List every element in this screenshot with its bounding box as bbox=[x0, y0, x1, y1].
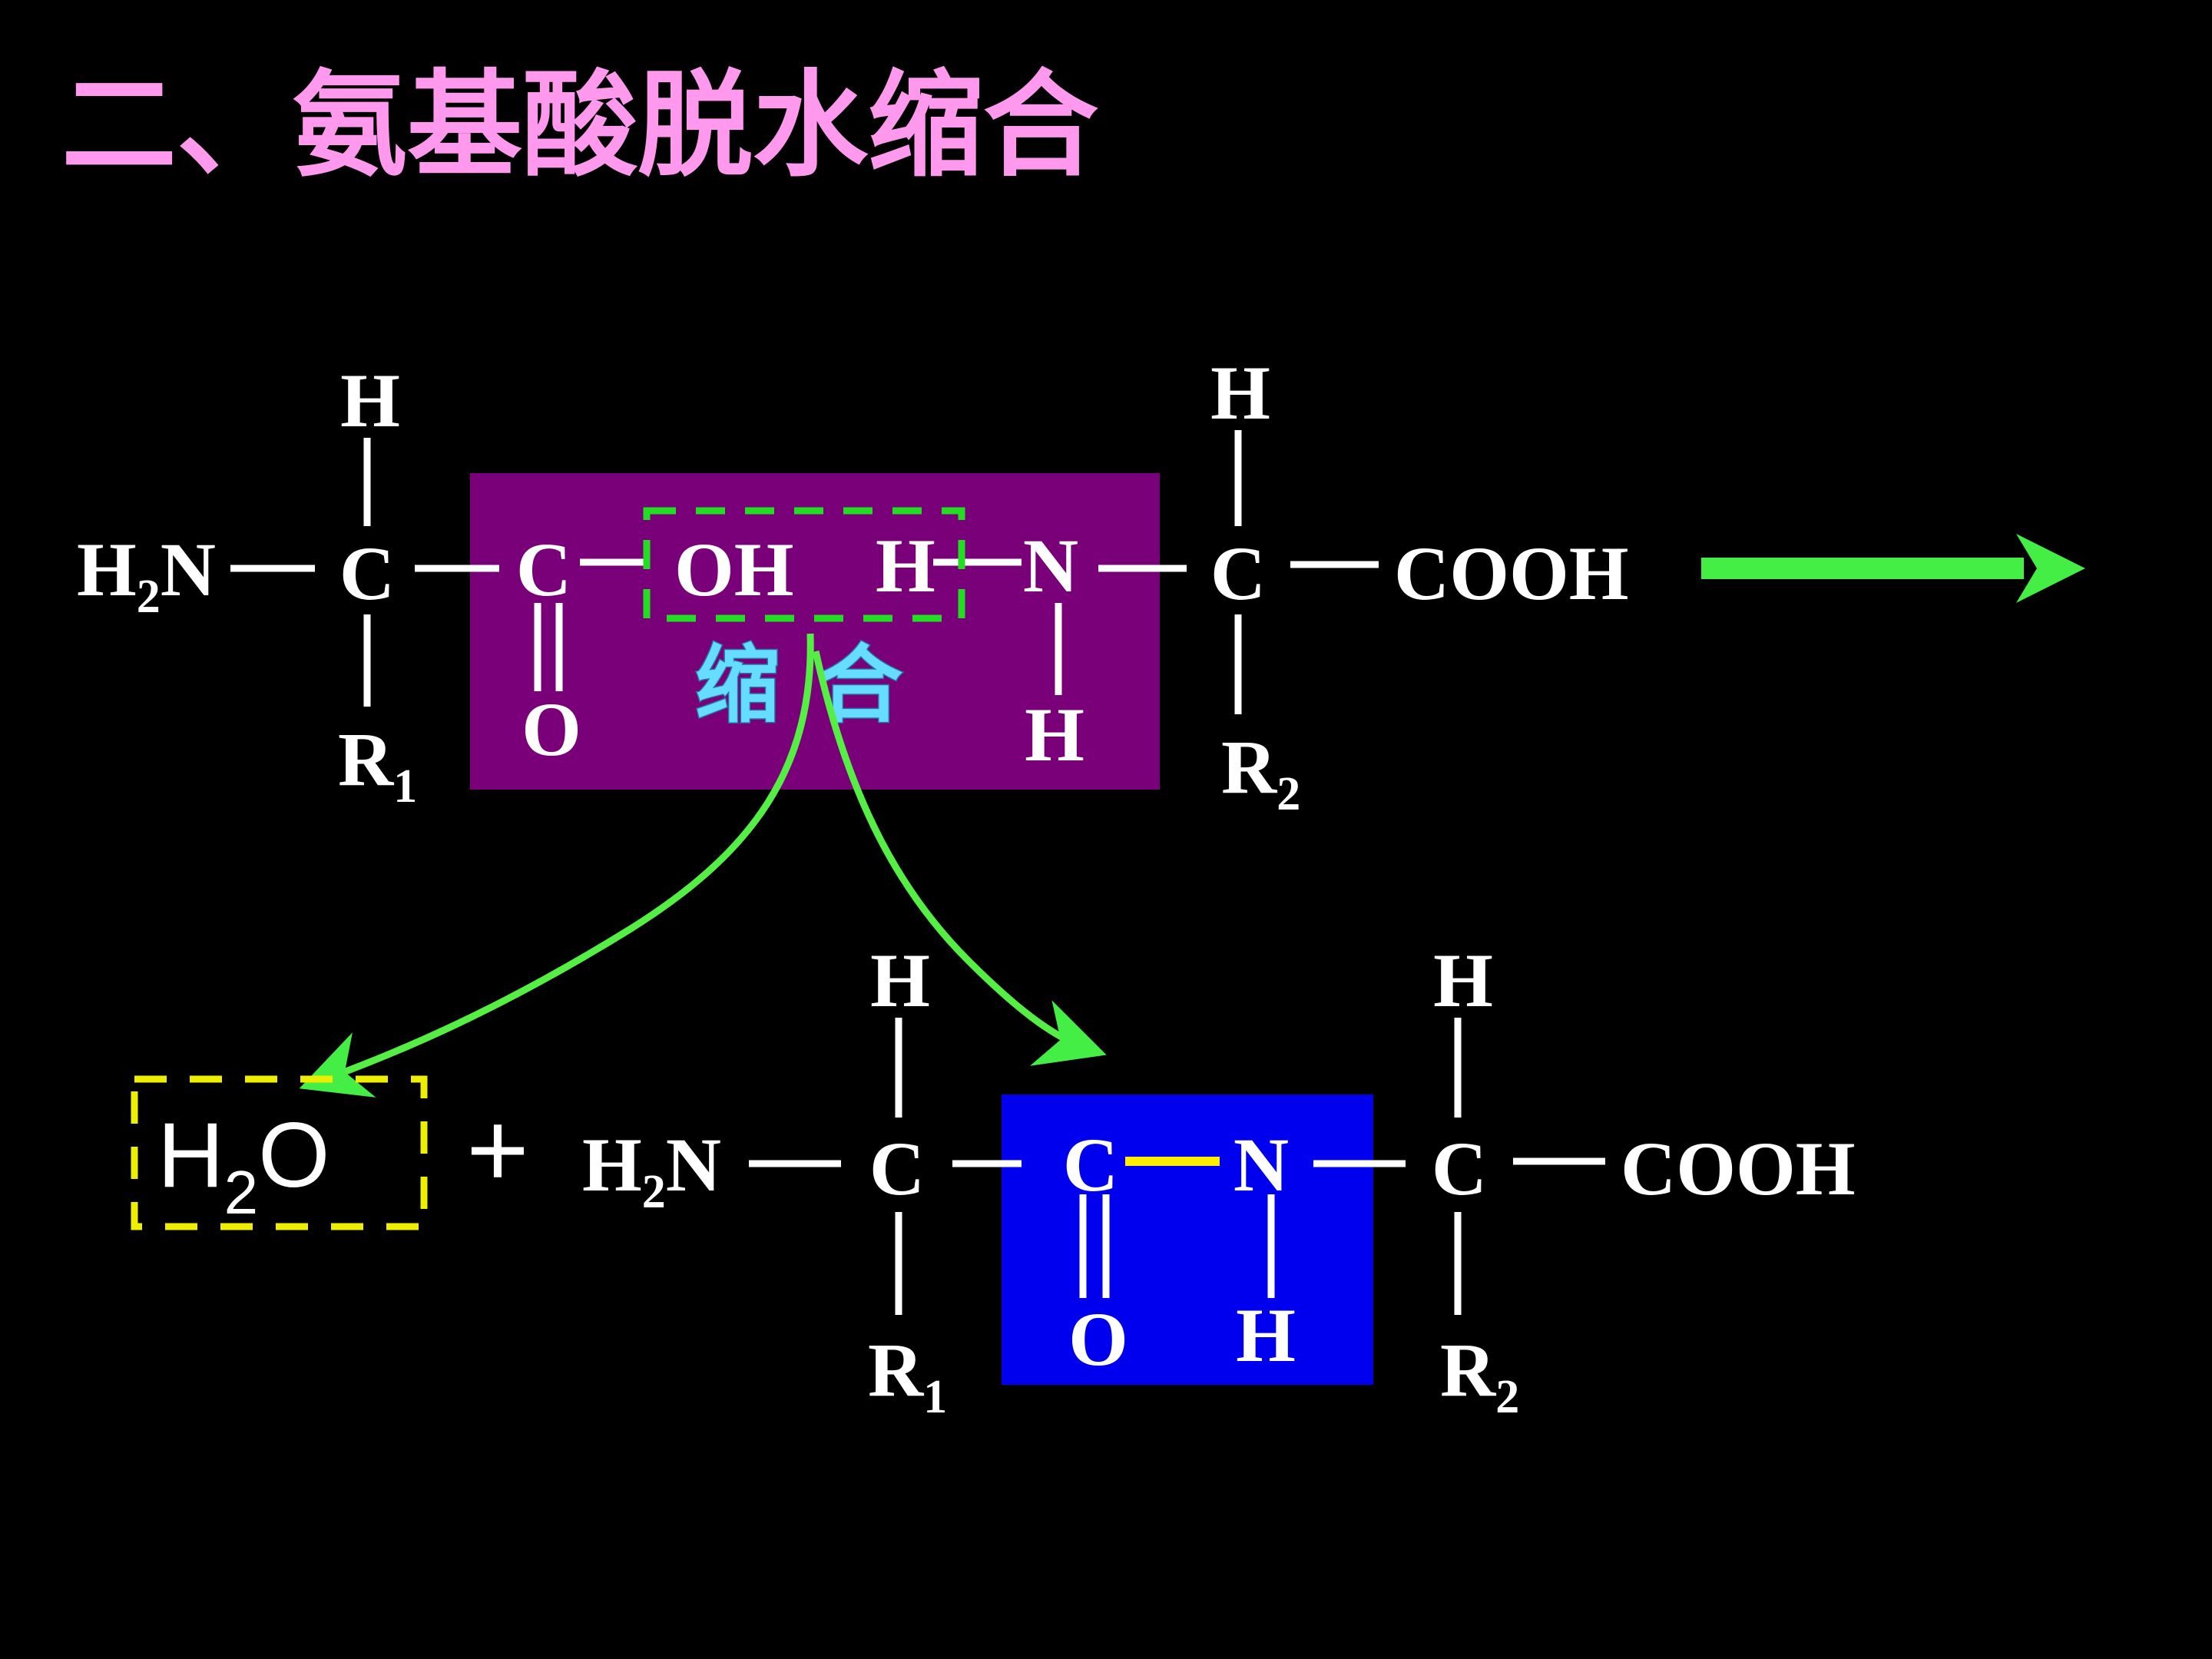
reactant-h-top2: H bbox=[1210, 350, 1270, 435]
reactant-h-amine: H bbox=[876, 523, 935, 608]
product-n: N bbox=[1233, 1122, 1289, 1207]
reactant-r2: R2 bbox=[1221, 724, 1300, 820]
reactant-c1: C bbox=[339, 531, 395, 616]
page-title: 二、氨基酸脱水缩合 bbox=[61, 59, 1098, 193]
condensation-label-1: 缩 bbox=[695, 636, 780, 734]
reactant-cooh: COOH bbox=[1394, 531, 1629, 616]
curved-arrow-to-water bbox=[299, 633, 814, 1098]
reactant-c2: C bbox=[1210, 531, 1266, 616]
water-removal-dashed-box bbox=[643, 507, 965, 622]
reactant-r1: R1 bbox=[338, 717, 417, 813]
reactant-h-top1: H bbox=[340, 358, 400, 443]
product-h-below-n: H bbox=[1236, 1293, 1296, 1378]
reactant-c-carbonyl: C bbox=[516, 527, 571, 612]
product-r2: R2 bbox=[1440, 1327, 1519, 1423]
reactant-h-below-n: H bbox=[1025, 692, 1084, 777]
reactant-n: N bbox=[1023, 523, 1078, 608]
product-h-top1: H bbox=[870, 938, 930, 1023]
plus-sign: + bbox=[466, 1089, 529, 1210]
peptide-bond-box bbox=[1002, 1094, 1373, 1385]
water-formula: H2O bbox=[157, 1104, 330, 1227]
reactant-oh: OH bbox=[674, 527, 794, 612]
reaction-arrow bbox=[1701, 534, 2085, 603]
reactant-h2n: H2N bbox=[77, 527, 216, 623]
product-bonds bbox=[749, 1018, 1605, 1315]
curved-arrow-to-peptide bbox=[812, 651, 1107, 1066]
reaction-site-box bbox=[470, 473, 1160, 790]
product-cooh: COOH bbox=[1621, 1126, 1856, 1211]
product-c-carbonyl: C bbox=[1063, 1122, 1118, 1207]
water-dashed-box bbox=[131, 1075, 428, 1230]
product-c2: C bbox=[1432, 1126, 1487, 1211]
product-o-carbonyl: O bbox=[1068, 1296, 1128, 1382]
reactant-bonds bbox=[230, 430, 1379, 714]
reactant-o-carbonyl: O bbox=[522, 687, 581, 772]
condensation-label-2: 合 bbox=[818, 636, 902, 734]
product-h-top2: H bbox=[1433, 938, 1493, 1023]
product-r1: R1 bbox=[868, 1327, 947, 1423]
product-c1: C bbox=[869, 1126, 925, 1211]
product-h2n: H2N bbox=[582, 1122, 721, 1218]
